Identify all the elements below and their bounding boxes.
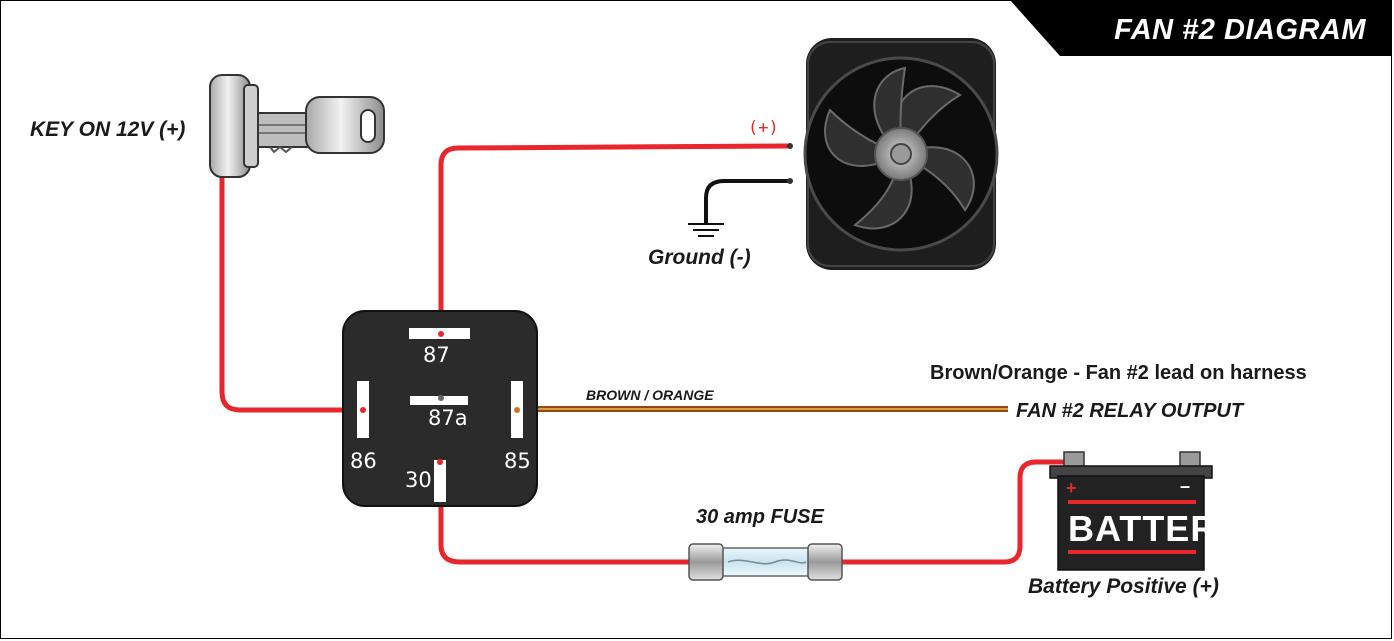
- relay-pin-30: [434, 460, 446, 502]
- relay-pin-87a: [410, 396, 468, 405]
- radiator-fan: [787, 38, 999, 270]
- battery-word: BATTERY: [1068, 508, 1241, 549]
- title-banner: [1010, 0, 1392, 56]
- fuse-label: 30 amp FUSE: [696, 506, 824, 528]
- battery-minus-sign: –: [1180, 476, 1191, 496]
- fan-positive-label: (+): [748, 118, 779, 138]
- ignition-key: [209, 74, 385, 178]
- relay-label-85: 85: [504, 449, 531, 473]
- wire-30-to-fuse: [438, 462, 690, 565]
- wire-ground: [704, 179, 790, 224]
- battery: [1049, 451, 1213, 571]
- battery-positive-label: Battery Positive (+): [1028, 575, 1219, 598]
- wire-fuse-to-battery: [838, 459, 1074, 565]
- ground-label: Ground (-): [648, 246, 751, 269]
- relay-label-87: 87: [423, 343, 450, 367]
- relay-label-86: 86: [350, 449, 377, 473]
- diagram-title: FAN #2 DIAGRAM: [1114, 14, 1366, 46]
- fuse-30-amp: [688, 543, 843, 581]
- ground-symbol: [688, 223, 724, 237]
- wire-key-to-86: [219, 160, 362, 413]
- wire-87-to-fan: [438, 143, 791, 333]
- wire-color-label: BROWN / ORANGE: [586, 387, 714, 403]
- relay-label-30: 30: [405, 468, 432, 492]
- harness-note: Brown/Orange - Fan #2 lead on harness: [930, 362, 1307, 384]
- relay: [342, 310, 538, 507]
- key-label: KEY ON 12V (+): [30, 118, 186, 141]
- relay-label-87a: 87a: [428, 406, 468, 430]
- battery-plus-sign: +: [1066, 478, 1077, 498]
- relay-output-label: FAN #2 RELAY OUTPUT: [1016, 400, 1244, 422]
